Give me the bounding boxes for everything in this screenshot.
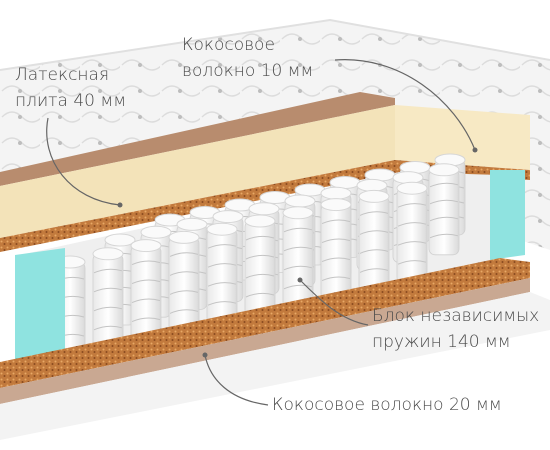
callout-line-coconut-top — [334, 59, 476, 151]
springs-label: Блок независимых пружин 140 мм — [372, 303, 539, 355]
pocket-spring — [206, 222, 238, 325]
pocket-spring — [320, 198, 352, 301]
pocket-spring — [396, 181, 428, 284]
latex-label-line1: Латексная — [15, 65, 110, 85]
pocket-spring — [358, 189, 390, 292]
bottom-cover — [0, 292, 550, 440]
latex-slab-label: Латексная плита 40 мм — [15, 62, 126, 114]
pocket-spring — [244, 214, 276, 317]
springs-label-line2: пружин 140 мм — [372, 332, 511, 352]
pocket-spring — [92, 247, 124, 350]
coconut-bottom-label-line1: Кокосовое волокно 20 мм — [272, 395, 502, 415]
coconut-layer-bottom — [0, 258, 530, 388]
latex-label-line2: плита 40 мм — [15, 91, 127, 111]
pocket-spring — [428, 163, 460, 256]
foam-edge-right — [490, 170, 525, 260]
coconut-top-label-line1: Кокосовое — [182, 35, 275, 55]
coconut-bottom-label: Кокосовое волокно 20 мм — [272, 392, 502, 418]
callout-lines — [46, 59, 476, 406]
callout-dots — [117, 147, 478, 358]
coconut-top-label: Кокосовое волокно 10 мм — [182, 32, 313, 84]
pocket-spring — [168, 230, 200, 333]
coconut-layer-top — [0, 160, 530, 252]
callout-line-springs — [299, 279, 369, 326]
callout-line-coconut-bottom — [204, 354, 269, 406]
callout-line-latex — [46, 117, 121, 206]
springs-label-line1: Блок независимых — [372, 306, 540, 326]
latex-slab — [0, 105, 530, 238]
pocket-spring — [130, 239, 162, 342]
felt-layer-top — [0, 92, 395, 186]
felt-layer-bottom — [0, 278, 530, 404]
coconut-top-label-line2: волокно 10 мм — [182, 61, 314, 81]
pocket-spring — [282, 206, 314, 309]
foam-edge-left — [15, 248, 65, 362]
